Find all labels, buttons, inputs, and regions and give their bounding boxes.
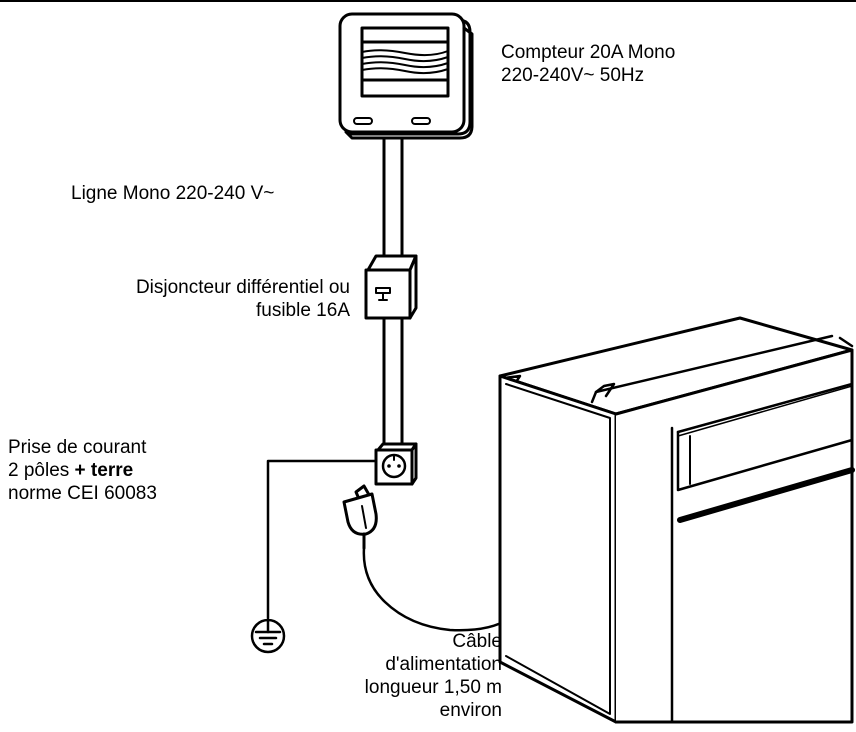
socket-label-line1: Prise de courant <box>8 437 147 458</box>
ground-wire <box>266 459 378 620</box>
circuit-breaker-icon <box>364 254 418 320</box>
oven-icon <box>498 316 855 724</box>
meter-label-line2: 220-240V~ 50Hz <box>501 65 645 86</box>
cable-label-line3: longueur 1,50 m <box>364 677 502 698</box>
breaker-label-line1: Disjoncteur différentiel ou <box>135 277 350 298</box>
ground-symbol-icon <box>250 618 286 654</box>
power-cable <box>362 546 512 632</box>
socket-label-line2-prefix: 2 pôles <box>8 460 75 481</box>
line-label: Ligne Mono 220-240 V~ <box>71 183 275 204</box>
plug-icon <box>342 484 378 550</box>
cable-label-line4: environ <box>439 700 502 721</box>
supply-line <box>382 136 404 448</box>
socket-label-line2-bold: + terre <box>74 460 134 481</box>
meter-label: Compteur 20A Mono 220-240V~ 50Hz <box>501 41 675 87</box>
socket-label-line2: 2 pôles + terre <box>8 459 157 482</box>
socket-label-line3: norme CEI 60083 <box>8 483 157 504</box>
meter-label-line1: Compteur 20A Mono <box>501 42 676 63</box>
cable-label-line2: d'alimentation <box>385 654 502 675</box>
electric-meter-icon <box>338 12 474 140</box>
socket-label: Prise de courant 2 pôles + terre norme C… <box>8 436 157 505</box>
wall-socket-icon <box>374 442 418 486</box>
breaker-label-line2: fusible 16A <box>255 300 350 321</box>
top-rule <box>0 0 856 2</box>
cable-label: Câble d'alimentation longueur 1,50 m env… <box>300 630 502 722</box>
breaker-label: Disjoncteur différentiel ou fusible 16A <box>40 276 350 322</box>
cable-label-line1: Câble <box>452 631 502 652</box>
